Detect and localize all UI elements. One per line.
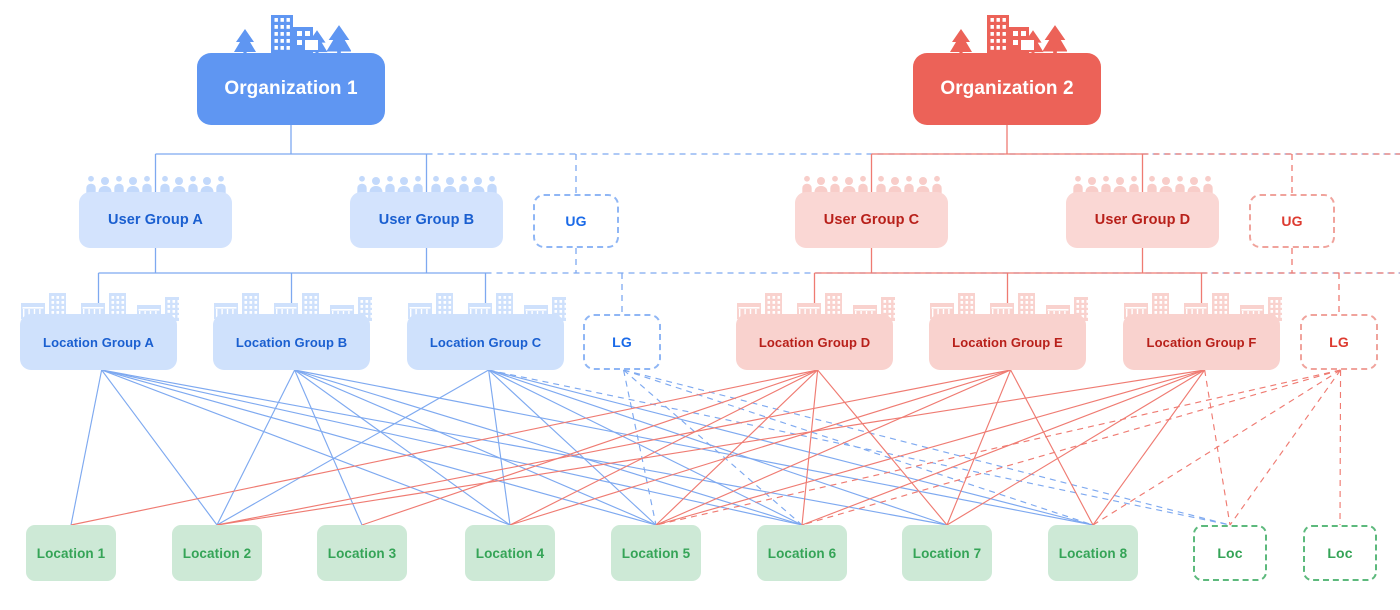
organization-node-org1[interactable]: Organization 1 bbox=[197, 53, 385, 125]
user-group-node-ugd[interactable]: User Group D bbox=[1066, 192, 1219, 248]
node-label: LG bbox=[1329, 334, 1349, 350]
node-label: LG bbox=[612, 334, 632, 350]
user-group-node-ugc[interactable]: User Group C bbox=[795, 192, 948, 248]
connection-line bbox=[946, 369, 1205, 526]
node-label: UG bbox=[565, 213, 587, 229]
node-label: Location Group E bbox=[952, 334, 1063, 350]
location-node-loc5[interactable]: Location 5 bbox=[611, 525, 701, 581]
location-placeholder-loc-ph-2[interactable]: Loc bbox=[1303, 525, 1377, 581]
connection-line bbox=[1092, 369, 1341, 526]
node-label: Location Group F bbox=[1146, 334, 1257, 350]
connection-line bbox=[817, 369, 948, 526]
location-group-node-lgd[interactable]: Location Group D bbox=[736, 314, 893, 370]
connection-line bbox=[101, 369, 657, 526]
node-label: Loc bbox=[1217, 545, 1243, 561]
user-group-placeholder-ug-ph-2[interactable]: UG bbox=[1249, 194, 1335, 248]
connection-line bbox=[623, 369, 1094, 526]
connection-line bbox=[294, 369, 657, 526]
connection-line bbox=[1229, 369, 1342, 526]
node-label: Location 2 bbox=[182, 545, 252, 561]
connection-line bbox=[216, 369, 489, 526]
location-group-node-lgf[interactable]: Location Group F bbox=[1123, 314, 1280, 370]
node-label: Location 8 bbox=[1058, 545, 1128, 561]
location-placeholder-loc-ph-1[interactable]: Loc bbox=[1193, 525, 1267, 581]
connection-line bbox=[101, 369, 948, 526]
connection-line bbox=[101, 369, 803, 526]
connection-line bbox=[294, 369, 1094, 526]
node-label: User Group D bbox=[1094, 212, 1191, 228]
user-group-node-uga[interactable]: User Group A bbox=[79, 192, 232, 248]
connection-line bbox=[622, 369, 657, 526]
node-label: Location 1 bbox=[36, 545, 106, 561]
connection-line bbox=[801, 369, 1205, 526]
connection-line bbox=[488, 369, 511, 526]
connection-line bbox=[655, 369, 1205, 526]
connection-line bbox=[101, 369, 218, 526]
organization-node-org2[interactable]: Organization 2 bbox=[913, 53, 1101, 125]
connection-line bbox=[488, 369, 803, 526]
connection-line bbox=[70, 369, 818, 526]
location-node-loc4[interactable]: Location 4 bbox=[465, 525, 555, 581]
connection-line bbox=[216, 369, 1205, 526]
connection-line bbox=[488, 369, 1231, 526]
connection-line bbox=[488, 369, 657, 526]
location-group-node-lge[interactable]: Location Group E bbox=[929, 314, 1086, 370]
connection-line bbox=[216, 369, 1011, 526]
connection-line bbox=[70, 369, 103, 526]
connection-line bbox=[509, 369, 818, 526]
node-label: User Group B bbox=[378, 212, 475, 228]
connection-line bbox=[801, 369, 1341, 526]
connection-line bbox=[801, 369, 819, 526]
node-label: Organization 2 bbox=[940, 78, 1074, 99]
connection-line bbox=[1092, 369, 1206, 526]
node-label: User Group A bbox=[108, 212, 203, 228]
connection-line bbox=[294, 369, 803, 526]
connection-line bbox=[488, 369, 1094, 526]
location-node-loc6[interactable]: Location 6 bbox=[757, 525, 847, 581]
node-label: Location 6 bbox=[767, 545, 837, 561]
location-node-loc1[interactable]: Location 1 bbox=[26, 525, 116, 581]
node-label: Organization 1 bbox=[224, 78, 358, 99]
connection-line bbox=[1339, 369, 1342, 526]
connection-line bbox=[655, 369, 1011, 526]
location-group-placeholder-lg-ph-1[interactable]: LG bbox=[583, 314, 661, 370]
node-label: Location 5 bbox=[621, 545, 691, 561]
connection-line bbox=[509, 369, 1011, 526]
location-group-node-lgb[interactable]: Location Group B bbox=[213, 314, 370, 370]
node-label: Location 3 bbox=[327, 545, 397, 561]
connection-line bbox=[216, 369, 296, 526]
user-group-placeholder-ug-ph-1[interactable]: UG bbox=[533, 194, 619, 248]
location-node-loc7[interactable]: Location 7 bbox=[902, 525, 992, 581]
node-label: Location Group A bbox=[43, 334, 154, 350]
location-group-node-lgc[interactable]: Location Group C bbox=[407, 314, 564, 370]
connection-line bbox=[655, 369, 819, 526]
location-group-placeholder-lg-ph-2[interactable]: LG bbox=[1300, 314, 1378, 370]
location-group-node-lga[interactable]: Location Group A bbox=[20, 314, 177, 370]
location-node-loc2[interactable]: Location 2 bbox=[172, 525, 262, 581]
connection-line bbox=[361, 369, 818, 526]
node-label: Location Group C bbox=[429, 334, 542, 350]
connection-line bbox=[623, 369, 1231, 526]
connection-line bbox=[655, 369, 1341, 526]
location-node-loc8[interactable]: Location 8 bbox=[1048, 525, 1138, 581]
node-label: Location Group B bbox=[235, 334, 348, 350]
location-node-loc3[interactable]: Location 3 bbox=[317, 525, 407, 581]
connection-line bbox=[101, 369, 511, 526]
connection-line bbox=[294, 369, 511, 526]
node-label: Location 7 bbox=[912, 545, 982, 561]
node-label: Location 4 bbox=[475, 545, 545, 561]
node-label: UG bbox=[1281, 213, 1303, 229]
node-label: User Group C bbox=[823, 212, 920, 228]
connection-line bbox=[946, 369, 1012, 526]
connection-line bbox=[1010, 369, 1094, 526]
node-label: Location Group D bbox=[758, 334, 871, 350]
user-group-node-ugb[interactable]: User Group B bbox=[350, 192, 503, 248]
node-label: Loc bbox=[1327, 545, 1353, 561]
